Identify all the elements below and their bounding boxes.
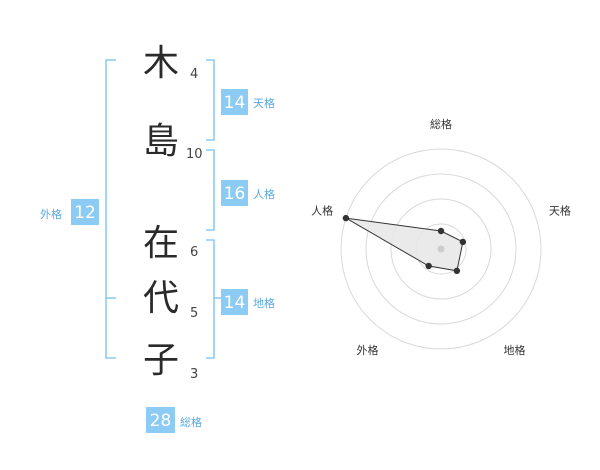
gaikaku-value: 12: [74, 203, 96, 223]
gaikaku-label: 外格: [40, 207, 62, 221]
chikaku-bracket: [206, 239, 215, 359]
chikaku-label: 地格: [253, 296, 275, 310]
radar-axis-label: 地格: [504, 343, 526, 357]
radar-ring-4: [340, 148, 542, 350]
name-char-5: 子: [143, 340, 179, 381]
soukaku-value: 28: [150, 411, 172, 431]
jinkaku-label: 人格: [253, 187, 275, 201]
radar-shape: [345, 217, 464, 272]
name-column: 木 4 島 10 在 6 代 5 子 3: [143, 43, 203, 382]
radar-axis-label: 総格: [430, 117, 452, 131]
tenkaku-label: 天格: [253, 96, 275, 110]
radar-axis-label: 外格: [357, 343, 379, 357]
radar-ring-2: [390, 198, 492, 300]
chikaku-badge: 14 地格: [221, 289, 275, 315]
soukaku-label: 総格: [180, 415, 202, 429]
stroke-count-3: 6: [190, 245, 198, 260]
soukaku-badge: 28 総格: [146, 407, 202, 433]
stroke-count-2: 10: [186, 147, 203, 162]
name-char-1: 木: [143, 43, 179, 84]
tenkaku-value: 14: [224, 93, 246, 113]
jinkaku-badge: 16 人格: [221, 180, 275, 206]
stroke-count-4: 5: [190, 306, 198, 321]
jinkaku-value: 16: [224, 184, 246, 204]
radar-ring-3: [365, 173, 517, 325]
radar-rings: [340, 148, 542, 350]
name-char-4: 代: [143, 278, 179, 319]
tenkaku-badge: 14 天格: [221, 89, 275, 115]
radar-point-外格: [425, 262, 432, 270]
tenkaku-bracket: [206, 59, 215, 141]
radar-point-総格: [437, 227, 445, 235]
radar-axis-label: 人格: [311, 203, 333, 217]
jinkaku-bracket: [206, 149, 215, 231]
name-char-3: 在: [143, 223, 179, 264]
name-char-2: 島: [143, 121, 179, 162]
radar-point-天格: [459, 238, 467, 246]
radar-center-dot: [437, 245, 445, 253]
radar-axis-label: 天格: [549, 203, 571, 217]
radar-point-人格: [342, 214, 350, 222]
radar-points: [342, 214, 467, 275]
stroke-count-5: 3: [190, 367, 198, 382]
gaikaku-badge: 外格 12: [40, 199, 99, 225]
chikaku-value: 14: [224, 293, 246, 313]
radar-point-地格: [453, 267, 461, 275]
gaikaku-bracket: [105, 59, 116, 359]
stroke-count-1: 4: [190, 67, 198, 82]
